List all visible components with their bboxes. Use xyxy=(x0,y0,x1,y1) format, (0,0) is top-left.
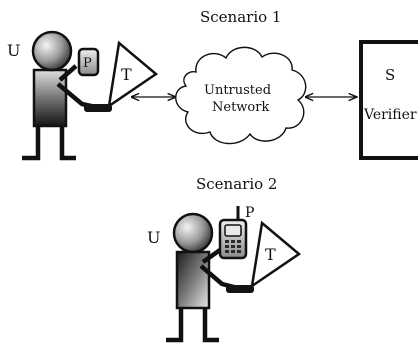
token-label-2: T xyxy=(265,245,276,264)
user-figure-2: U xyxy=(147,212,239,343)
phone-label-2: P xyxy=(245,205,254,221)
token-2-grip xyxy=(226,285,254,293)
scenario-2-title: Scenario 2 xyxy=(196,175,277,193)
user-figure-1: U xyxy=(7,30,101,161)
token-1-grip xyxy=(84,104,112,112)
user-1-legs xyxy=(22,122,76,161)
phone-1-body xyxy=(77,47,100,77)
user-1-head xyxy=(31,30,73,72)
user-label-2: U xyxy=(147,228,160,247)
user-2-legs xyxy=(166,304,219,343)
user-2-arm-up xyxy=(201,248,222,264)
scenario-2: Scenario 2 U P xyxy=(147,175,302,343)
network-label-line2: Network xyxy=(212,100,269,115)
phone-label-1: P xyxy=(83,56,92,71)
phone-2-screen xyxy=(224,224,242,237)
scenario-1: Scenario 1 U P T xyxy=(7,8,418,161)
phone-1: P xyxy=(77,47,100,77)
cloud-shape xyxy=(175,46,307,145)
phone-2: P xyxy=(218,205,254,260)
untrusted-network-cloud: Untrusted Network xyxy=(175,46,307,145)
token-2-triangle xyxy=(250,220,302,289)
token-2: T xyxy=(226,220,302,293)
verifier-box xyxy=(359,40,418,160)
token-1-triangle xyxy=(107,40,159,109)
scenario-1-title: Scenario 1 xyxy=(200,8,281,26)
phone-2-keypad xyxy=(225,240,241,253)
server-label: S xyxy=(385,66,395,84)
user-1-arm-up xyxy=(58,64,78,82)
verifier-server: S Verifier xyxy=(359,40,418,160)
token-label-1: T xyxy=(121,65,132,84)
user-2-head xyxy=(172,212,214,254)
verifier-label: Verifier xyxy=(363,107,417,123)
user-label-1: U xyxy=(7,41,20,60)
token-1: T xyxy=(84,40,159,112)
network-label-line1: Untrusted xyxy=(204,83,271,98)
